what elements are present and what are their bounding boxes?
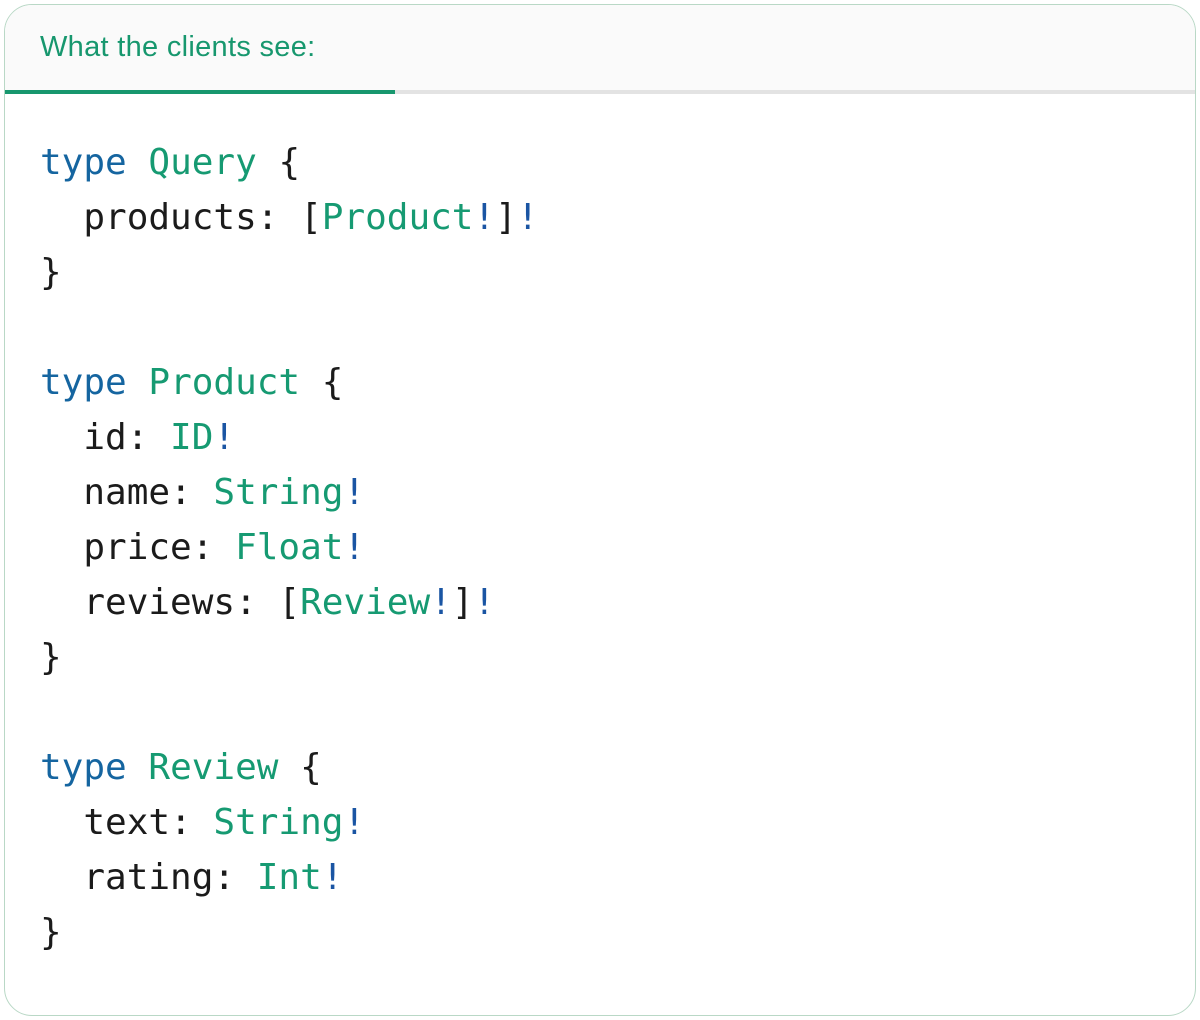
code-token: ] <box>451 582 474 623</box>
code-line: } <box>40 630 1160 685</box>
code-token: reviews: [ <box>40 582 301 623</box>
code-line: type Review { <box>40 740 1160 795</box>
code-block: type Query { products: [Product!]!}type … <box>5 94 1195 960</box>
code-token: ! <box>473 582 496 623</box>
code-token: ! <box>343 472 366 513</box>
code-token: Query <box>148 142 257 183</box>
code-token: name: <box>40 472 214 513</box>
code-token: ! <box>343 802 366 843</box>
code-token: ! <box>473 197 496 238</box>
code-token <box>127 142 149 183</box>
code-token: { <box>256 142 301 183</box>
code-token: Int <box>256 857 322 898</box>
code-token: Product <box>321 197 474 238</box>
code-line: type Product { <box>40 355 1160 410</box>
tab-label: What the clients see: <box>40 31 316 63</box>
code-token: text: <box>40 802 214 843</box>
code-line: products: [Product!]! <box>40 190 1160 245</box>
code-token: Product <box>148 362 301 403</box>
code-token: id: <box>40 417 171 458</box>
code-line: price: Float! <box>40 520 1160 575</box>
code-token: type <box>40 747 127 788</box>
code-line <box>40 685 1160 740</box>
code-token: ! <box>213 417 236 458</box>
code-token: type <box>40 362 127 403</box>
code-token: { <box>278 747 322 788</box>
code-line: } <box>40 245 1160 300</box>
code-token: String <box>213 802 344 843</box>
code-token: products: [ <box>40 197 322 238</box>
code-line: type Query { <box>40 135 1160 190</box>
code-token: ! <box>343 527 366 568</box>
code-token: String <box>213 472 344 513</box>
code-token: ! <box>321 857 344 898</box>
code-line: id: ID! <box>40 410 1160 465</box>
code-token: Review <box>300 582 431 623</box>
panel-header: What the clients see: <box>5 5 1195 94</box>
code-token: ! <box>516 197 539 238</box>
tab-clients-view[interactable]: What the clients see: <box>5 5 315 90</box>
code-token: Review <box>148 747 279 788</box>
active-tab-underline <box>5 90 395 94</box>
code-token <box>127 747 149 788</box>
code-token: price: <box>40 527 236 568</box>
code-token: { <box>300 362 344 403</box>
code-line: text: String! <box>40 795 1160 850</box>
code-token: ! <box>430 582 452 623</box>
code-line: name: String! <box>40 465 1160 520</box>
code-token: type <box>40 142 127 183</box>
code-token <box>127 362 149 403</box>
code-panel: What the clients see: type Query { produ… <box>4 4 1196 1016</box>
code-token: } <box>40 637 62 678</box>
code-token: } <box>40 912 62 953</box>
code-line: reviews: [Review!]! <box>40 575 1160 630</box>
code-line <box>40 300 1160 355</box>
code-token: Float <box>235 527 344 568</box>
code-line: } <box>40 905 1160 960</box>
code-token: ] <box>495 197 517 238</box>
code-token: rating: <box>40 857 257 898</box>
code-token: ID <box>170 417 214 458</box>
code-line: rating: Int! <box>40 850 1160 905</box>
code-token: } <box>40 252 62 293</box>
